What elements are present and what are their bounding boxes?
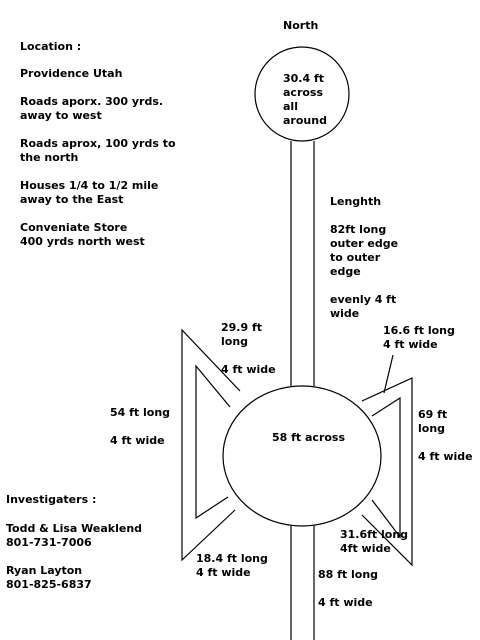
top-circle-label-4: around [283,114,327,127]
location-heading: Location : [20,40,81,53]
upper-left-arm-length-2: long [221,335,248,348]
upper-right-arm-width: 4 ft wide [383,338,438,351]
right-shape-outer-edge [361,377,413,567]
length-heading: Lenghth [330,195,381,208]
length-value-2: outer edge [330,237,398,250]
lower-left-arm-width: 4 ft wide [196,566,251,579]
lower-right-arm-length: 31.6ft long [340,528,408,541]
investigator-1-name: Todd & Lisa Weaklend [6,522,142,535]
length-value-1: 82ft long [330,223,386,236]
roads-west-line-2: away to west [20,109,102,122]
left-shape-inner-edge [195,364,231,520]
length-value-3: to outer [330,251,381,264]
center-circle [222,385,382,527]
center-circle-label: 58 ft across [272,431,345,444]
investigators-heading: Investigaters : [6,493,96,506]
upper-left-arm-length-1: 29.9 ft [221,321,262,334]
houses-east-line-1: Houses 1/4 to 1/2 mile [20,179,158,192]
top-circle-label-1: 30.4 ft [283,72,324,85]
upper-left-arm-width: 4 ft wide [221,363,276,376]
lower-left-arm-length: 18.4 ft long [196,552,268,565]
right-side-length-2: long [418,422,445,435]
lower-right-arm-width: 4ft wide [340,542,391,555]
roads-west-line-1: Roads aporx. 300 yrds. [20,95,163,108]
top-circle-label-2: across [283,86,323,99]
length-width-2: wide [330,307,359,320]
upper-right-connector [383,354,394,394]
roads-north-line-1: Roads aprox, 100 yrds to [20,137,176,150]
upper-right-arm-length: 16.6 ft long [383,324,455,337]
left-side-width: 4 ft wide [110,434,165,447]
length-width-1: evenly 4 ft [330,293,396,306]
roads-north-line-2: the north [20,151,78,164]
length-value-4: edge [330,265,361,278]
bottom-path-length: 88 ft long [318,568,378,581]
right-side-length-1: 69 ft [418,408,447,421]
location-city: Providence Utah [20,67,122,80]
left-side-length: 54 ft long [110,406,170,419]
investigator-2-phone: 801-825-6837 [6,578,92,591]
store-line-2: 400 yrds north west [20,235,145,248]
bottom-path-width: 4 ft wide [318,596,373,609]
north-label: North [283,19,318,32]
investigator-2-name: Ryan Layton [6,564,82,577]
right-side-width: 4 ft wide [418,450,473,463]
right-shape-inner-edge [371,396,401,539]
investigator-1-phone: 801-731-7006 [6,536,92,549]
left-shape-outer-edge [181,328,241,562]
houses-east-line-2: away to the East [20,193,123,206]
top-circle [254,46,350,142]
top-circle-label-3: all [283,100,298,113]
store-line-1: Conveniate Store [20,221,127,234]
